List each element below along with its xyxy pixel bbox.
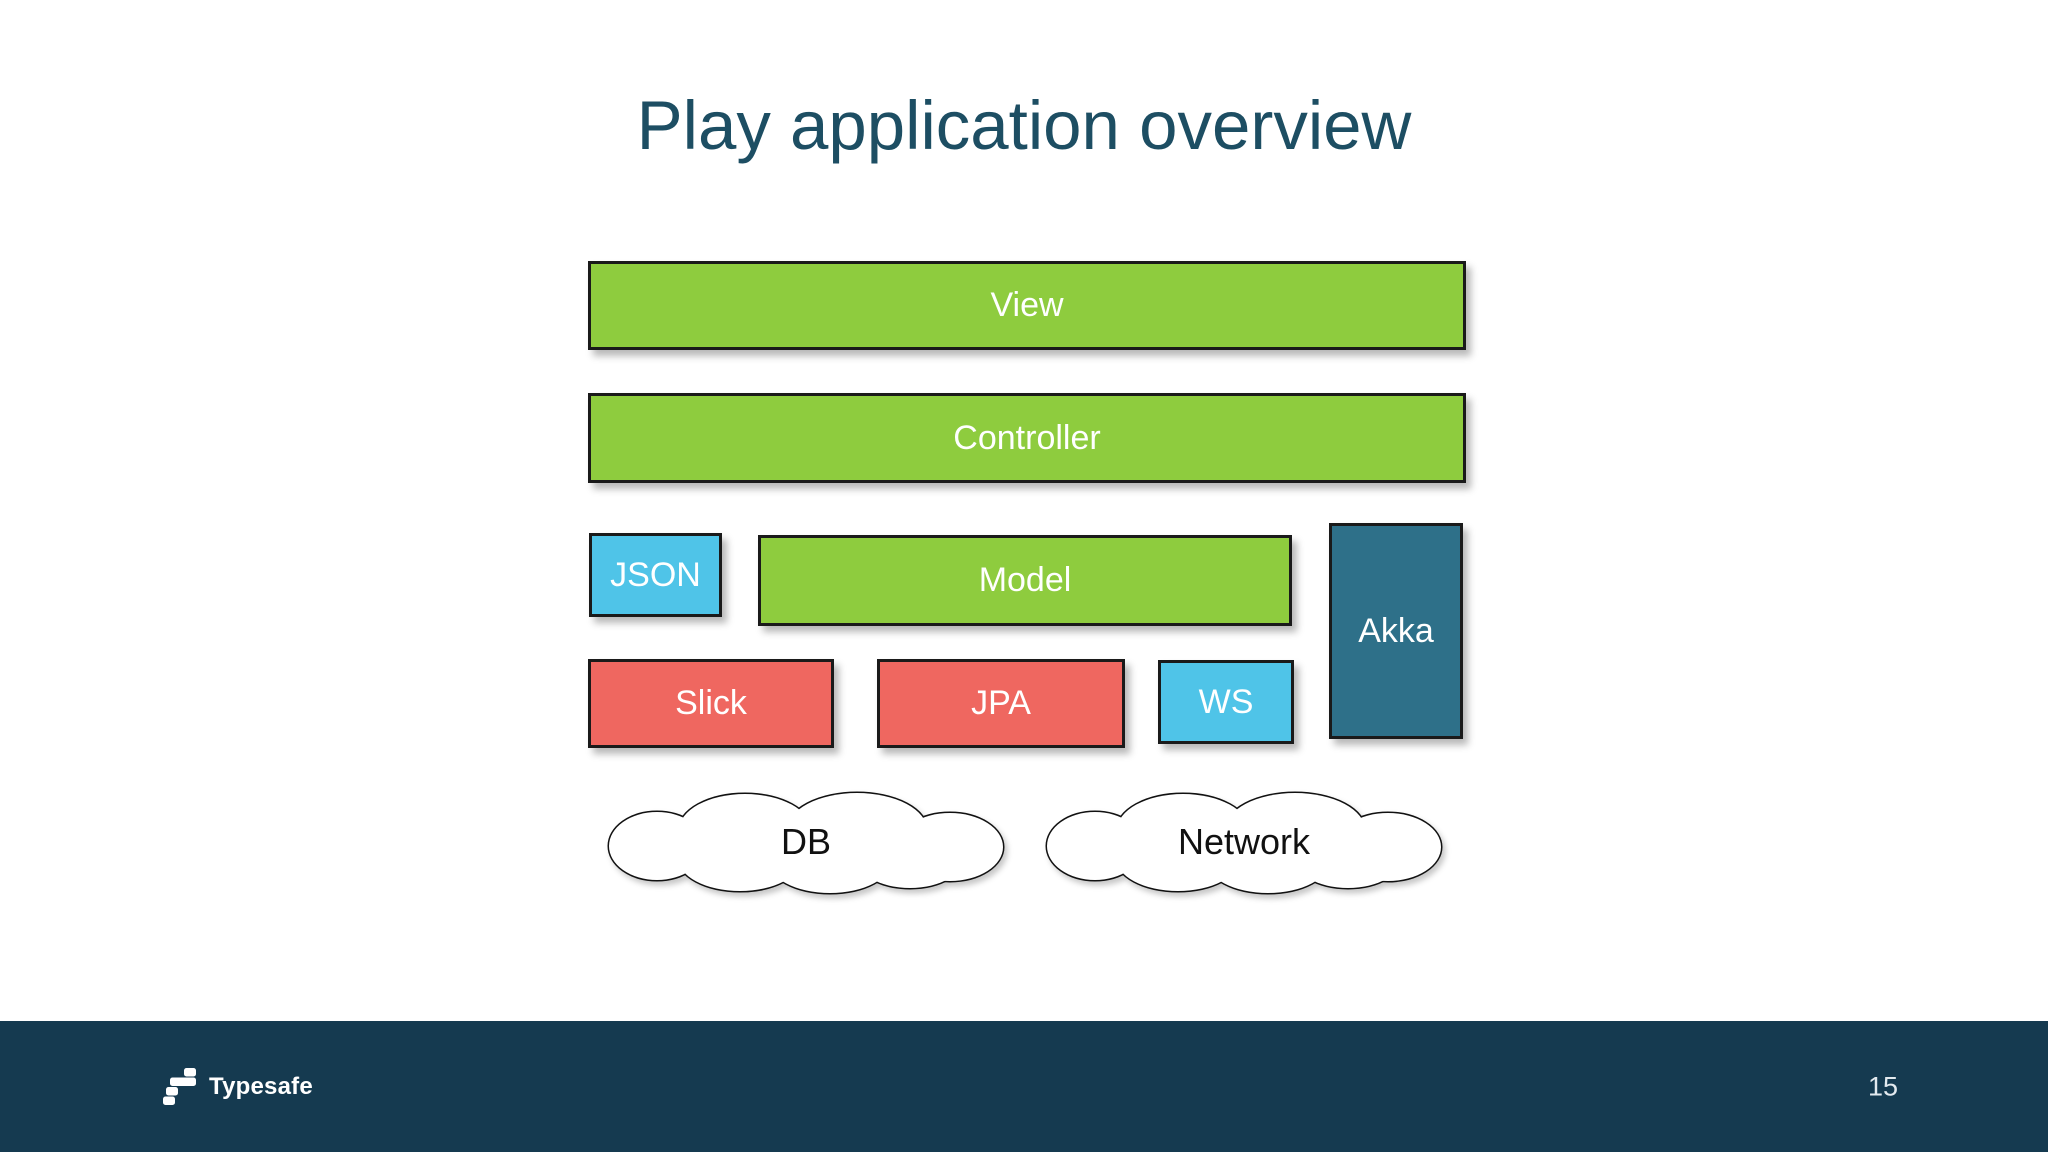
diagram-box-model: Model	[758, 535, 1292, 626]
diagram-box-akka: Akka	[1329, 523, 1463, 739]
brand: Typesafe	[163, 1068, 313, 1105]
page-title: Play application overview	[636, 87, 1412, 164]
typesafe-logo-icon	[163, 1068, 196, 1105]
diagram-box-akka-label: Akka	[1358, 611, 1434, 650]
diagram-box-view-label: View	[990, 286, 1064, 324]
network-cloud-shape: Network	[1043, 790, 1445, 897]
cloud-icon	[1045, 791, 1443, 895]
diagram-box-slick: Slick	[588, 659, 834, 748]
diagram-box-model-label: Model	[978, 561, 1072, 599]
diagram-box-jpa-label: JPA	[971, 684, 1031, 722]
diagram-box-json: JSON	[589, 533, 722, 617]
diagram-box-jpa: JPA	[877, 659, 1125, 748]
diagram-box-json-label: JSON	[610, 555, 701, 594]
diagram-box-controller-label: Controller	[953, 418, 1101, 457]
diagram-box-ws-label: WS	[1198, 682, 1254, 721]
diagram-box-ws: WS	[1158, 660, 1294, 744]
db-cloud-label: DB	[780, 820, 831, 862]
brand-name: Typesafe	[209, 1072, 313, 1100]
network-cloud-label: Network	[1177, 820, 1311, 862]
cloud-icon	[607, 791, 1005, 895]
page-number: 15	[1867, 1071, 1898, 1101]
diagram-box-view: View	[588, 261, 1466, 350]
diagram-box-controller: Controller	[588, 393, 1466, 483]
db-cloud-shape: DB	[605, 790, 1007, 897]
diagram-box-slick-label: Slick	[675, 684, 747, 722]
footer-bar: Typesafe 15	[0, 1021, 2048, 1152]
